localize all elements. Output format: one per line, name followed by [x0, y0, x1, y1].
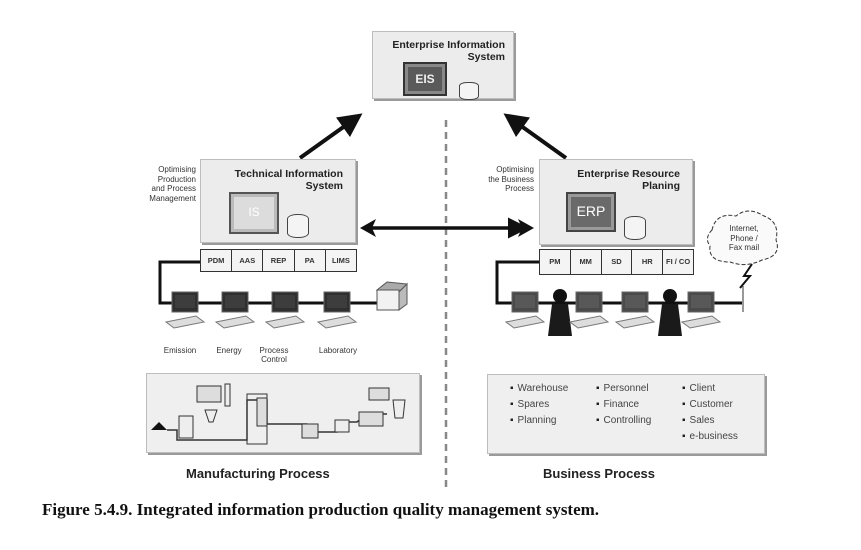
arrow-head-right — [518, 219, 534, 237]
workstation-icons-business — [504, 289, 722, 336]
business-list-col-2: Personnel Finance Controlling — [596, 381, 652, 429]
module-rep: REP — [263, 250, 295, 271]
module-pdm: PDM — [201, 250, 233, 271]
workstation-label-laboratory: Laboratory — [318, 346, 358, 355]
arrow-erp-to-eis — [503, 113, 568, 160]
arrow-tis-to-eis — [298, 113, 363, 160]
business-item: Planning — [510, 413, 568, 429]
tis-title: Technical Information System — [234, 168, 343, 192]
business-list-col-1: Warehouse Spares Planning — [510, 381, 569, 429]
business-item: Sales — [682, 413, 738, 429]
erp-title: Enterprise Resource Planing — [577, 168, 680, 192]
database-icon — [459, 82, 479, 100]
business-process-panel: Warehouse Spares Planning Personnel Fina… — [487, 374, 765, 454]
module-mm: MM — [571, 250, 602, 274]
business-list-col-3: Client Customer Sales e-business — [682, 381, 738, 445]
manufacturing-network-line — [158, 260, 380, 305]
erp-computer-icon: ERP — [566, 192, 616, 232]
module-pa: PA — [295, 250, 326, 271]
manufacturing-process-title: Manufacturing Process — [186, 466, 330, 481]
server-cube-icon — [375, 281, 409, 311]
process-flow-diagram — [151, 383, 406, 445]
business-network-line — [495, 260, 743, 305]
eis-box: Enterprise Information System EIS — [372, 31, 514, 100]
figure-caption: Figure 5.4.9. Integrated information pro… — [42, 500, 600, 519]
module-lims: LIMS — [331, 255, 350, 265]
module-pm: PM — [540, 250, 571, 274]
database-icon — [287, 214, 309, 238]
business-item: Spares — [510, 397, 568, 413]
business-item: Controlling — [596, 413, 652, 429]
cloud-shape — [706, 210, 778, 266]
erp-module-bar: PM MM SD HR FI / CO — [539, 249, 694, 275]
business-process-title: Business Process — [543, 466, 656, 481]
tis-box: Technical Information System IS — [200, 159, 356, 243]
arrow-head-left — [360, 219, 376, 237]
person-icon — [548, 289, 572, 336]
module-fico: FI / CO — [666, 257, 691, 266]
cloud-label: Internet,Phone /Fax mail — [728, 224, 760, 252]
workstation-label-energy: Energy — [216, 346, 242, 355]
eis-title: Enterprise Information System — [392, 39, 505, 63]
workstation-label-process-control: Process Control — [259, 346, 289, 364]
lightning-icon — [739, 263, 753, 289]
module-aas: AAS — [232, 250, 264, 271]
person-icon — [658, 289, 682, 336]
business-item: Customer — [682, 397, 738, 413]
module-hr: HR — [632, 250, 664, 274]
business-item: e-business — [682, 429, 738, 445]
manufacturing-process-panel — [146, 373, 420, 453]
workstation-label-emission: Emission — [163, 346, 197, 355]
eis-computer-icon: EIS — [403, 62, 447, 96]
business-item: Warehouse — [510, 381, 569, 397]
erp-box: Enterprise Resource Planing ERP — [539, 159, 693, 245]
database-icon — [624, 216, 646, 240]
tis-computer-icon: IS — [229, 192, 279, 234]
tis-module-bar: PDM AAS REP PA LIMS — [200, 249, 357, 272]
workstation-icons-manufacturing — [164, 291, 358, 329]
business-item: Finance — [596, 397, 651, 413]
module-sd: SD — [602, 250, 633, 274]
business-item: Personnel — [596, 381, 651, 397]
business-item: Client — [682, 381, 738, 397]
